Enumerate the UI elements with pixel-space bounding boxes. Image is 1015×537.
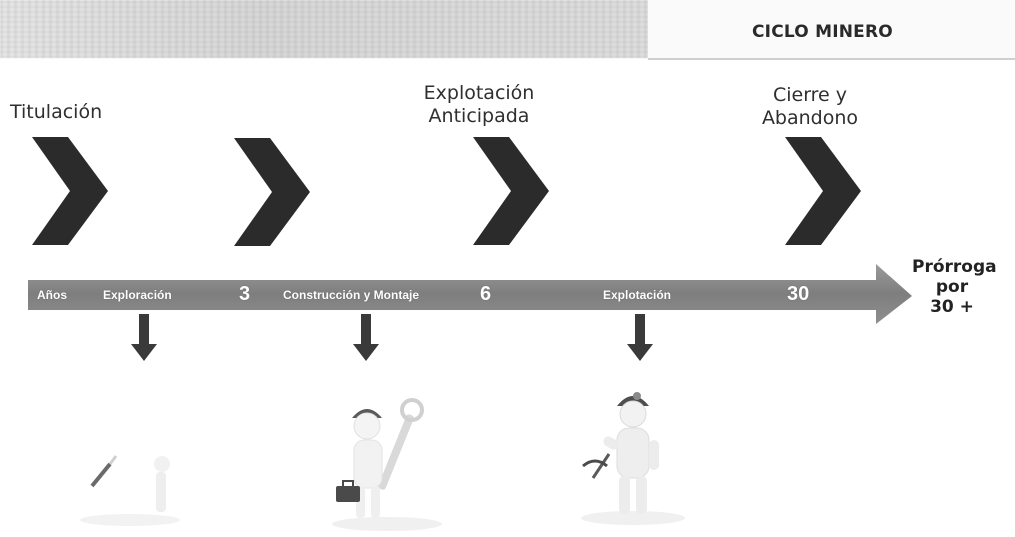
chevron-icon [473,137,549,245]
title-bar [648,0,1015,60]
miner-figure [581,392,685,525]
timeline-label-exploracion: Exploración [103,288,172,302]
timeline-label-explotacion: Explotación [603,288,672,302]
timeline-year-30: 30 [787,283,810,305]
down-arrow-icon [131,314,157,361]
chevron-icon [32,137,108,245]
stage-label-explotacion-anticipada: Explotación Anticipada [423,82,535,127]
down-arrow-icon [353,314,379,361]
timeline-arrow [28,264,912,324]
down-arrow-icon [627,314,653,361]
builder-figure [332,398,442,531]
timeline-label-construccion: Construcción y Montaje [283,288,420,302]
stage-label-titulacion: Titulación [10,101,103,123]
diagram-title: CICLO MINERO [752,22,893,42]
prorroga-label: Prórroga por 30 + [912,257,997,317]
chevron-icon [785,137,861,245]
chevron-icon [234,138,310,246]
timeline-year-6: 6 [480,283,492,305]
timeline-year-3: 3 [239,283,251,305]
stage-label-cierre: Cierre y Abandono [761,84,859,129]
explorer-figure [80,455,180,526]
timeline-label-anos: Años [37,288,67,302]
header-noise-band [0,0,648,58]
